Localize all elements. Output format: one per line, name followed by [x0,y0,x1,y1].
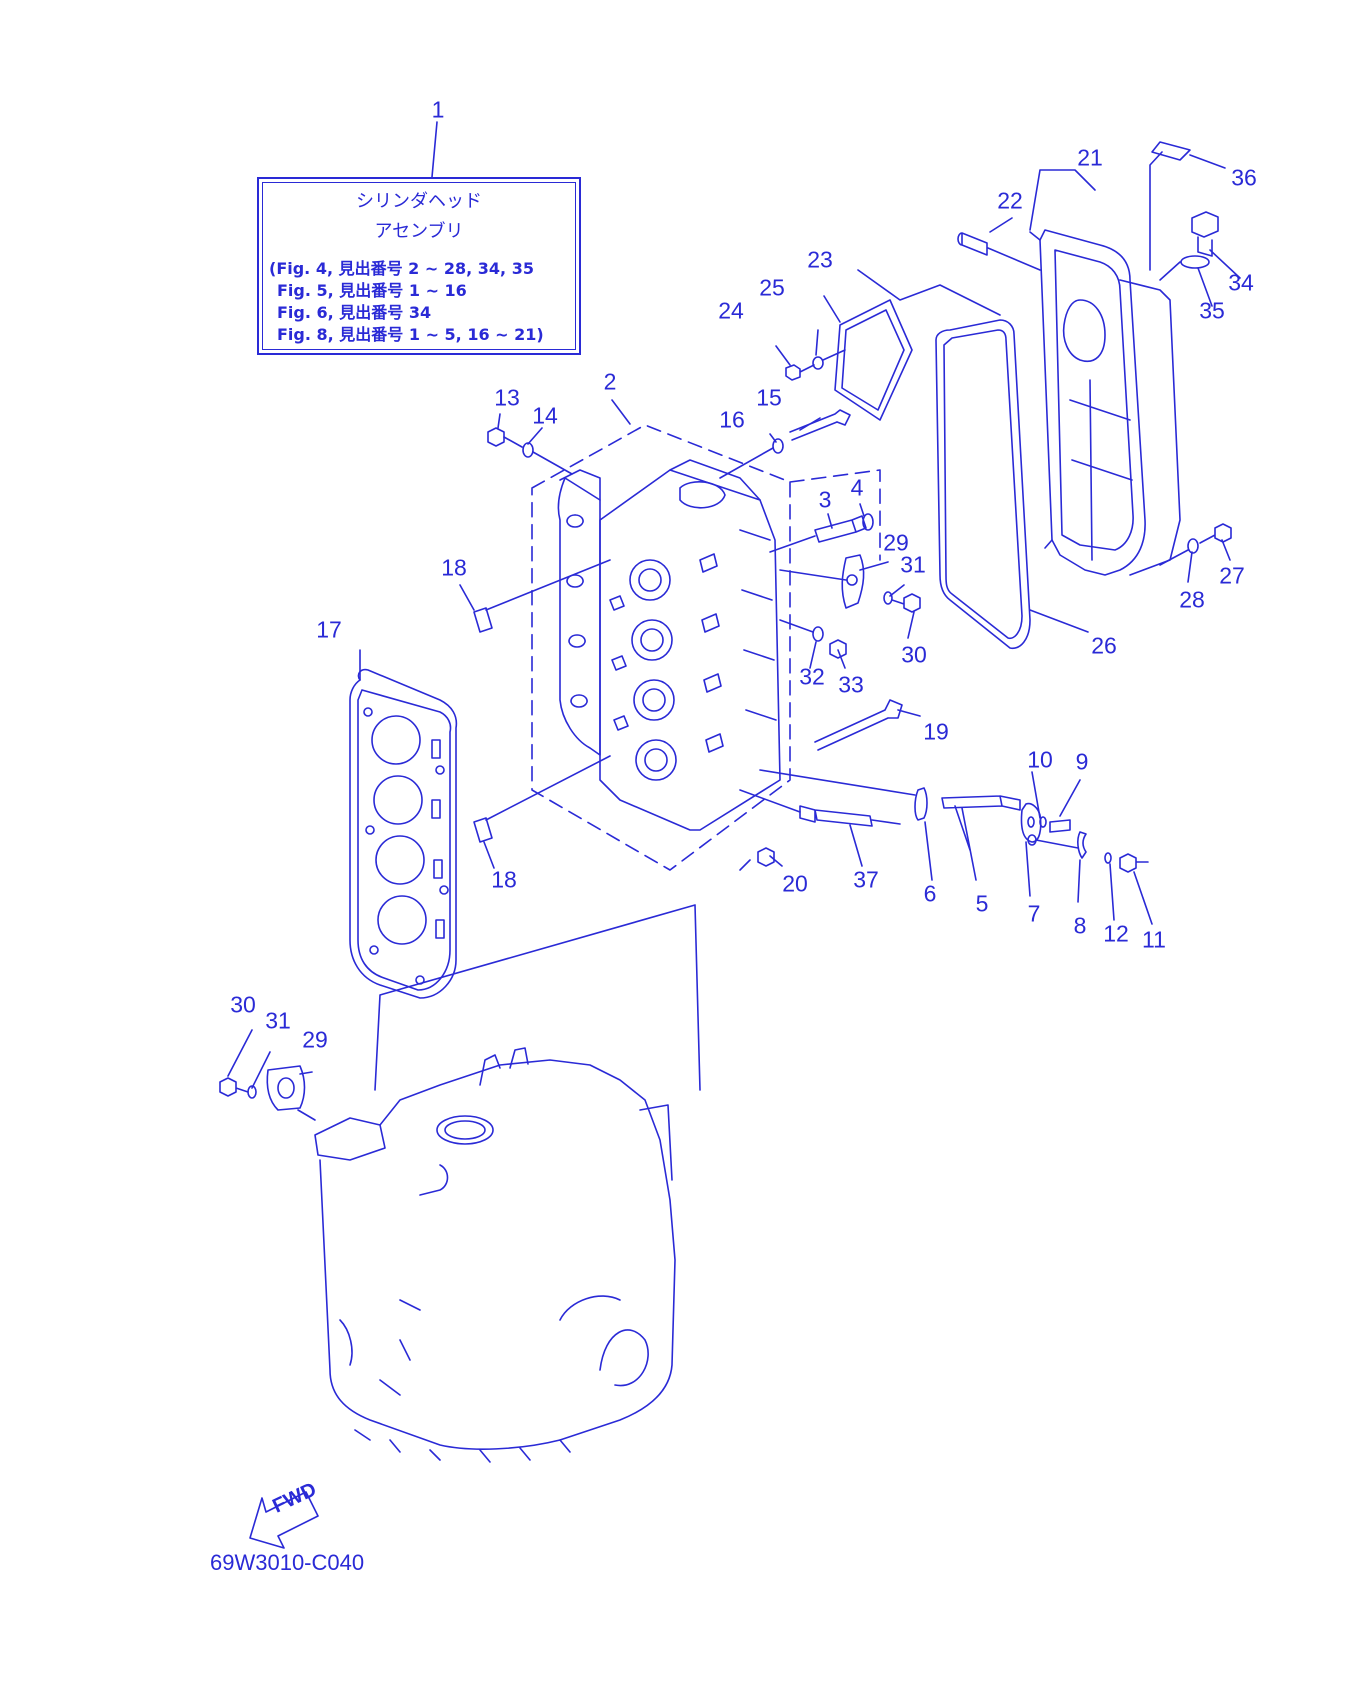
callout-18: 18 [491,866,517,893]
leader-23 [857,269,1001,316]
washer-31-upper [883,591,893,605]
head-cover [1029,229,1181,576]
callout-30: 30 [230,991,256,1018]
fwd-arrow-icon [249,1491,319,1549]
leader-21 [1029,169,1096,231]
stud-15 [789,409,851,441]
cylinder-block [314,1047,676,1463]
callout-16: 16 [719,406,745,433]
bolt-20 [757,847,775,867]
callout-10: 10 [1027,746,1053,773]
clip-8 [1077,831,1087,859]
callout-1: 1 [431,96,445,123]
callout-37: 37 [853,866,879,893]
bolt-9 [1049,819,1071,833]
callout-30: 30 [901,641,927,668]
gasket-4 [862,513,874,531]
callout-13: 13 [494,384,520,411]
washer-31-lower [247,1085,257,1099]
cover-29-upper [841,554,865,609]
callout-19: 19 [923,718,949,745]
callout-18: 18 [441,554,467,581]
callout-8: 8 [1073,912,1087,939]
callout-27: 27 [1219,562,1245,589]
bolt-11 [1119,853,1149,873]
callout-7: 7 [1027,900,1041,927]
drawing-code: 69W3010-C040 [210,1550,365,1575]
washer-12 [1104,852,1112,864]
cylinder-head-dashed-outline [531,424,791,871]
callout-25: 25 [759,274,785,301]
bracket-7 [1020,802,1042,843]
dowel-22 [957,232,988,256]
assembly-title-line1: シリンダヘッド [356,191,482,212]
cover-plate [834,299,913,421]
callout-9: 9 [1075,748,1089,775]
washer-32 [812,626,824,642]
callout-6: 6 [923,880,937,907]
cylinder-head [531,424,881,871]
washer-28 [1187,538,1199,554]
callout-29: 29 [883,529,909,556]
callout-31: 31 [265,1007,291,1034]
bolt-13 [487,427,523,448]
callout-leaders [227,217,1241,1089]
cover-gasket [935,319,1031,649]
washer-6 [914,787,928,821]
guide-lines [374,904,701,1091]
cover-29-lower [266,1065,306,1111]
callout-2: 2 [603,368,617,395]
washer-10 [1039,816,1047,828]
assembly-ref-line: Fig. 5, 見出番号 1 ~ 16 [277,281,467,300]
bolt-30-upper [891,593,921,613]
callout-11: 11 [1142,926,1166,953]
assembly-ref-line: Fig. 8, 見出番号 1 ~ 5, 16 ~ 21) [277,325,544,344]
callout-20: 20 [782,870,808,897]
bolt-24 [785,364,815,381]
callout-35: 35 [1199,297,1225,324]
callout-33: 33 [838,671,864,698]
label-36 [1151,141,1191,161]
callout-5: 5 [975,890,989,917]
bolt-27 [1199,523,1232,544]
callout-22: 22 [997,187,1023,214]
dowel-18-upper [473,607,493,633]
leader-1 [431,121,438,178]
callout-31: 31 [900,551,926,578]
pin-5 [941,795,1021,851]
head-gasket [349,668,458,999]
callout-32: 32 [799,663,825,690]
callout-3: 3 [818,486,832,513]
callout-36: 36 [1231,164,1257,191]
washer-14 [522,442,534,458]
plug-34 [1191,211,1219,257]
dowel-18-lower [473,817,493,843]
bolt-33 [829,639,847,659]
callout-26: 26 [1091,632,1117,659]
spark-plug-37 [799,805,901,827]
callout-21: 21 [1077,144,1103,171]
assembly-ref-line: (Fig. 4, 見出番号 2 ~ 28, 34, 35 [269,259,534,278]
callout-14: 14 [532,402,558,429]
callout-15: 15 [756,384,782,411]
sensor-3 [814,515,867,543]
assembly-reference-box: シリンダヘッド アセンブリ (Fig. 4, 見出番号 2 ~ 28, 34, … [257,177,581,355]
bolt-30-lower [219,1077,249,1097]
callout-34: 34 [1228,269,1254,296]
assembly-title-line2: アセンブリ [374,221,464,242]
washer-16 [772,438,784,454]
washer-25 [812,356,824,370]
callout-17: 17 [316,616,342,643]
bolt-19 [814,699,903,751]
callout-4: 4 [850,474,864,501]
callout-29: 29 [302,1026,328,1053]
callout-28: 28 [1179,586,1205,613]
assembly-ref-line: Fig. 6, 見出番号 34 [277,303,432,322]
callout-23: 23 [807,246,833,273]
callout-24: 24 [718,297,744,324]
oring-35 [1180,255,1210,269]
callout-12: 12 [1103,920,1129,947]
